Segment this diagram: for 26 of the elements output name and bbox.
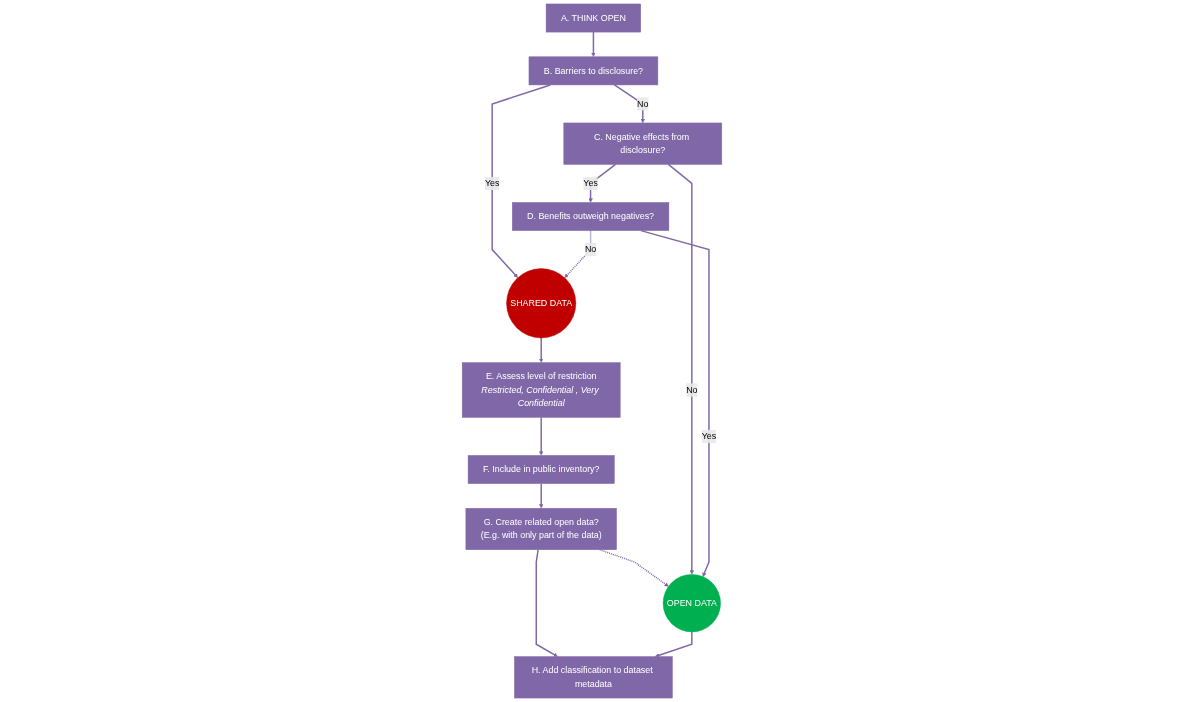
edge-label: Yes	[701, 431, 717, 442]
arrow	[539, 337, 544, 363]
node-circle: SHARED DATA	[506, 268, 577, 339]
node-box: C. Negative effects from disclosure?	[563, 122, 723, 165]
edge-label: Yes	[484, 178, 500, 189]
node-box: E. Assess level of restriction Restricted, Confidential , Very Confidential	[461, 362, 621, 418]
arrow	[654, 631, 693, 658]
edge-label: Yes	[583, 178, 598, 189]
node-box: G. Create related open data? (E.g. with only part of the data)	[465, 508, 617, 550]
arrow	[599, 549, 669, 587]
arrow	[539, 416, 544, 456]
edge-label: No	[637, 98, 649, 109]
node-box: D. Benefits outweigh negatives?	[512, 202, 670, 231]
node-box: B. Barriers to disclosure?	[528, 56, 659, 86]
node-box: A. THINK OPEN	[545, 3, 641, 33]
node-box: F. Include in public inventory?	[467, 455, 615, 484]
node-box: H. Add classification to dataset metadata	[514, 656, 673, 699]
edge-label: No	[584, 244, 597, 255]
arrow	[667, 163, 694, 575]
edge-label: No	[686, 384, 698, 395]
arrow	[535, 549, 558, 657]
arrow	[539, 482, 544, 509]
node-circle: OPEN DATA	[662, 574, 721, 633]
arrow	[564, 229, 592, 278]
arrow	[640, 229, 710, 577]
arrow	[591, 31, 596, 57]
